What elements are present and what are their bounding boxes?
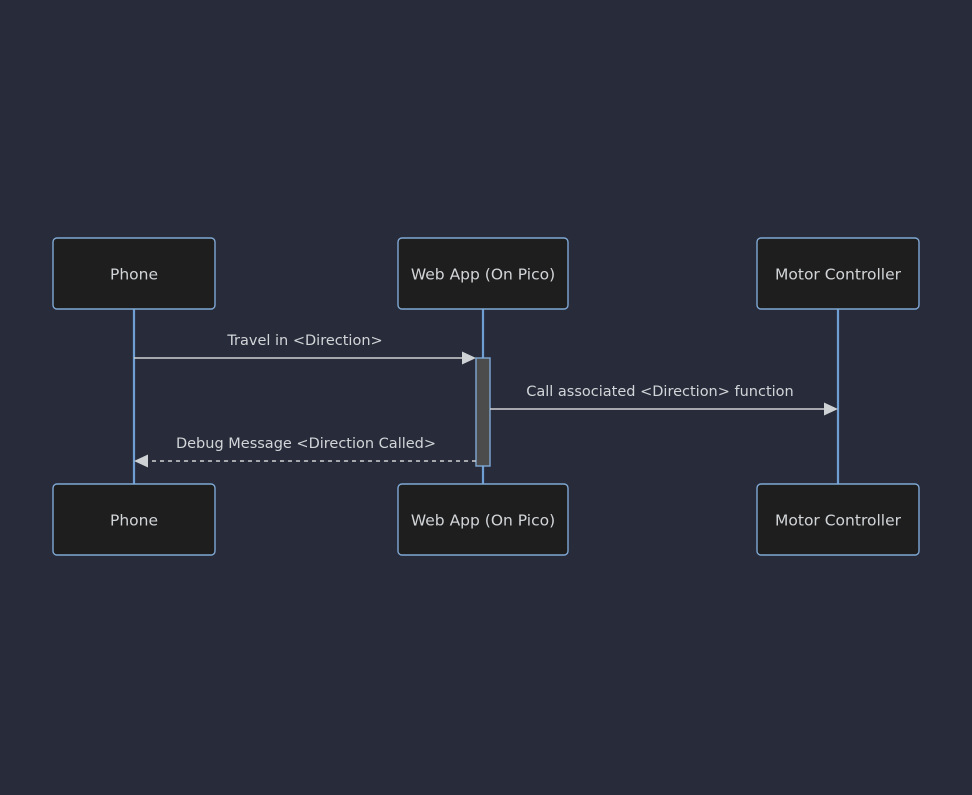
participant-motor-controller-top[interactable]: Motor Controller: [756, 237, 920, 310]
message-travel-in-direction: Travel in <Direction>: [134, 333, 476, 365]
activation-bar-web-app: [475, 357, 491, 467]
participant-box-web-app-bottom[interactable]: [397, 483, 569, 556]
message-arrowhead-debug-message: [134, 454, 148, 468]
participant-box-motor-controller-top[interactable]: [756, 237, 920, 310]
participant-box-web-app-top[interactable]: [397, 237, 569, 310]
message-label-call-associated-function: Call associated <Direction> function: [526, 384, 794, 400]
participant-box-phone-top[interactable]: [52, 237, 216, 310]
participant-label-motor-controller-bottom: Motor Controller: [775, 512, 902, 530]
participant-label-motor-controller-top: Motor Controller: [775, 266, 902, 284]
message-label-debug-message: Debug Message <Direction Called>: [176, 436, 436, 452]
participant-web-app-top[interactable]: Web App (On Pico): [397, 237, 569, 310]
message-arrowhead-travel-in-direction: [462, 351, 476, 365]
participant-phone-bottom[interactable]: Phone: [52, 483, 216, 556]
message-call-associated-function: Call associated <Direction> function: [490, 384, 838, 416]
participant-box-motor-controller-bottom[interactable]: [756, 483, 920, 556]
participant-boxes-top: Phone Web App (On Pico) Motor Controller: [52, 237, 920, 310]
participant-label-web-app-bottom: Web App (On Pico): [411, 512, 555, 530]
participant-label-web-app-top: Web App (On Pico): [411, 266, 555, 284]
participant-label-phone-top: Phone: [110, 266, 158, 284]
participant-boxes-bottom: Phone Web App (On Pico) Motor Controller: [52, 483, 920, 556]
participant-phone-top[interactable]: Phone: [52, 237, 216, 310]
message-debug-message: Debug Message <Direction Called>: [134, 436, 476, 468]
message-label-travel-in-direction: Travel in <Direction>: [226, 333, 382, 349]
participant-web-app-bottom[interactable]: Web App (On Pico): [397, 483, 569, 556]
participant-box-phone-bottom[interactable]: [52, 483, 216, 556]
participant-motor-controller-bottom[interactable]: Motor Controller: [756, 483, 920, 556]
participant-label-phone-bottom: Phone: [110, 512, 158, 530]
message-arrowhead-call-associated-function: [824, 402, 838, 416]
